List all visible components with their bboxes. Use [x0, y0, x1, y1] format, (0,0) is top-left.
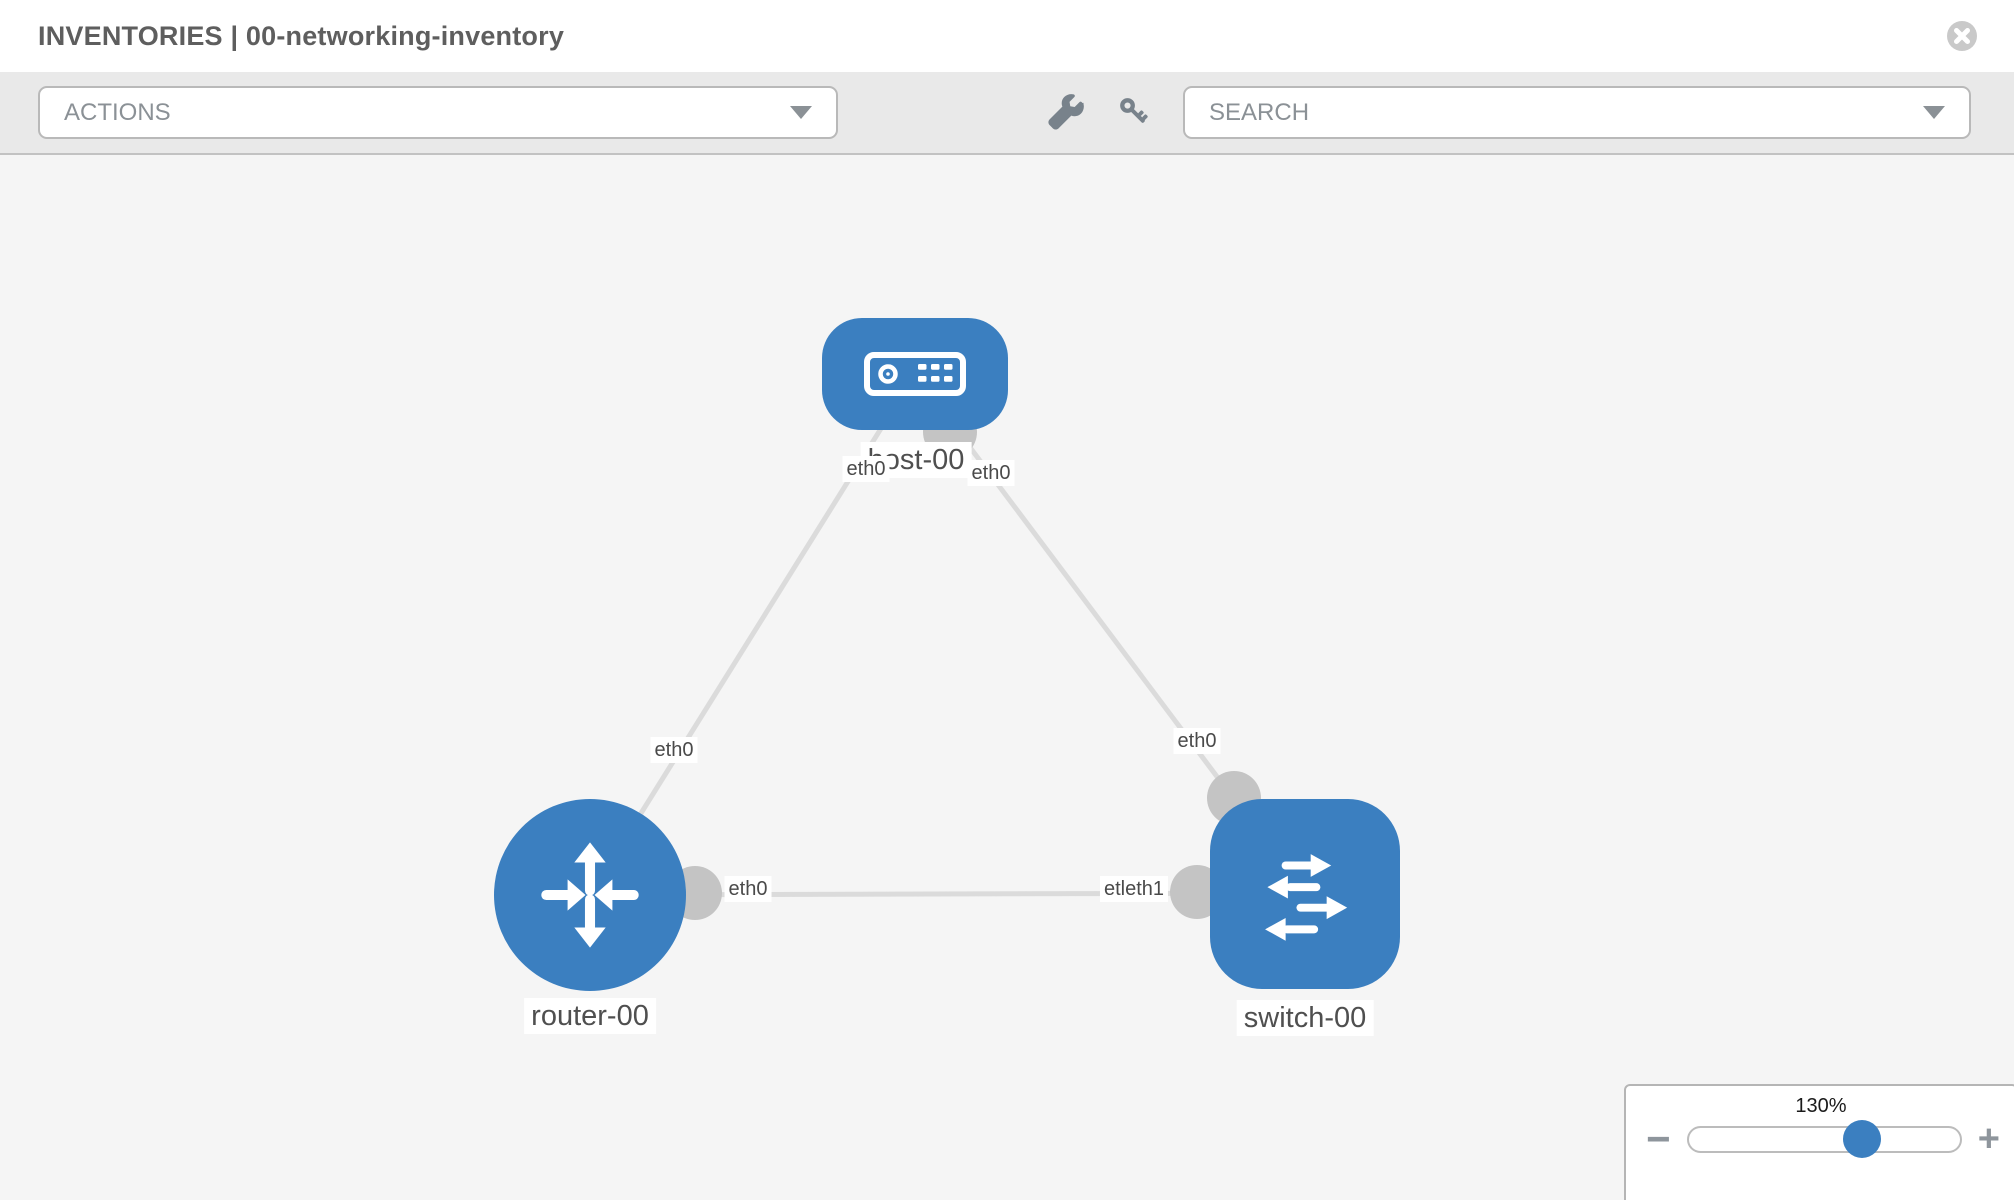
actions-dropdown[interactable]: ACTIONS: [38, 86, 838, 139]
actions-dropdown-label: ACTIONS: [64, 98, 171, 126]
zoom-slider[interactable]: [1686, 1120, 1962, 1158]
node-label-router-00: router-00: [524, 998, 656, 1035]
close-icon: [1947, 21, 1977, 51]
iface-label-horiz-left: eth0: [724, 876, 772, 902]
zoom-level-label: 130%: [1795, 1095, 1847, 1117]
toolbar: ACTIONS SEARCH: [0, 72, 2014, 155]
iface-label-router-link: eth0: [650, 737, 698, 763]
wrench-icon[interactable]: [1048, 94, 1085, 131]
host-icon: [864, 352, 966, 396]
search-dropdown[interactable]: SEARCH: [1183, 86, 1971, 139]
chevron-down-icon: [790, 106, 812, 119]
zoom-slider-thumb[interactable]: [1842, 1120, 1881, 1158]
iface-label-switch-link: eth0: [1173, 728, 1221, 754]
search-dropdown-label: SEARCH: [1209, 98, 1310, 126]
chevron-down-icon: [1923, 106, 1945, 119]
zoom-controls-row: − +: [1626, 1115, 2014, 1162]
key-icon[interactable]: [1116, 94, 1153, 131]
iface-label-horiz-right: etleth1: [1099, 876, 1169, 902]
header: INVENTORIES | 00-networking-inventory: [0, 0, 2014, 72]
zoom-in-button[interactable]: +: [1977, 1118, 2000, 1160]
node-label-switch-00: switch-00: [1236, 1000, 1374, 1037]
router-icon: [541, 842, 639, 948]
node-router-00[interactable]: [494, 799, 686, 991]
zoom-out-button[interactable]: −: [1646, 1115, 1671, 1162]
iface-label-host-right: eth0: [967, 460, 1015, 486]
links-layer: [587, 372, 1307, 920]
topology-canvas[interactable]: host-00 router-00 switch-00 eth0 eth0 et…: [0, 155, 2014, 1200]
node-switch-00[interactable]: [1210, 799, 1400, 989]
switch-icon: [1265, 854, 1348, 941]
close-button[interactable]: [1946, 20, 1978, 52]
iface-label-host-left: eth0: [842, 456, 890, 482]
node-host-00[interactable]: [822, 318, 1008, 430]
page-title: INVENTORIES | 00-networking-inventory: [38, 20, 565, 51]
zoom-panel: 130% − +: [1624, 1084, 2014, 1200]
